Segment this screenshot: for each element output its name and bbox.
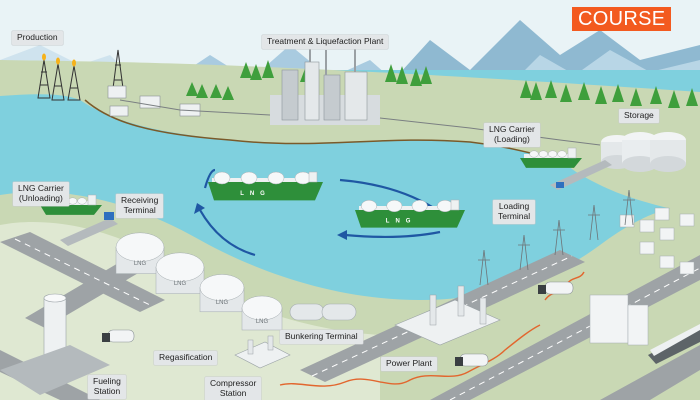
ship-loading [520,147,582,168]
distribution-pipeline [279,324,541,387]
label-fueling-station: Fueling Station [88,375,126,399]
city-buildings [589,207,695,346]
course-badge[interactable]: COURSE [572,7,672,31]
production-rigs [37,49,125,101]
label-regasification: Regasification [154,351,218,365]
receiving-jetty [60,212,118,246]
transmission-towers [478,189,635,286]
ship-center-left: LNG [208,171,323,201]
label-compressor-station: Compressor Station [205,377,262,400]
storage-tanks [601,132,686,172]
label-production: Production [12,31,63,45]
ship-center-right: LNG [355,199,465,228]
label-storage: Storage [619,109,659,123]
label-receiving-terminal: Receiving Terminal [116,194,164,218]
flare-flames [42,53,76,67]
label-lng-carrier-unloading: LNG Carrier (Unloading) [13,182,69,206]
liquefaction-plant [270,40,380,125]
label-lng-carrier-loading: LNG Carrier (Loading) [484,123,540,147]
tank-lng-text: LNG [216,300,229,306]
lng-trucks [102,281,574,367]
label-treatment-plant: Treatment & Liquefaction Plant [262,35,389,49]
regas-tank-2: LNG [155,252,205,294]
label-loading-terminal: Loading Terminal [493,200,536,224]
compressor-station [234,335,291,369]
tank-lng-text: LNG [174,281,187,287]
label-power-plant: Power Plant [381,357,437,371]
bunkering-tanks [289,303,357,321]
fueling-station [0,293,110,395]
tank-lng-text: LNG [134,261,147,267]
ship-lng-text: LNG [240,191,271,197]
receiving-terminal-tanks: LNG LNG LNG LNG [115,232,283,331]
power-plant [394,285,501,346]
ship-lng-text: LNG [386,219,417,225]
regas-tank-4: LNG [241,295,283,331]
label-bunkering-terminal: Bunkering Terminal [280,330,363,344]
wellhead-sheds [107,85,201,117]
tank-lng-text: LNG [256,319,269,325]
lng-ships: LNG LNG [40,147,582,228]
regas-tank-3: LNG [199,274,245,313]
loading-jetty [550,160,612,190]
train [648,324,700,364]
